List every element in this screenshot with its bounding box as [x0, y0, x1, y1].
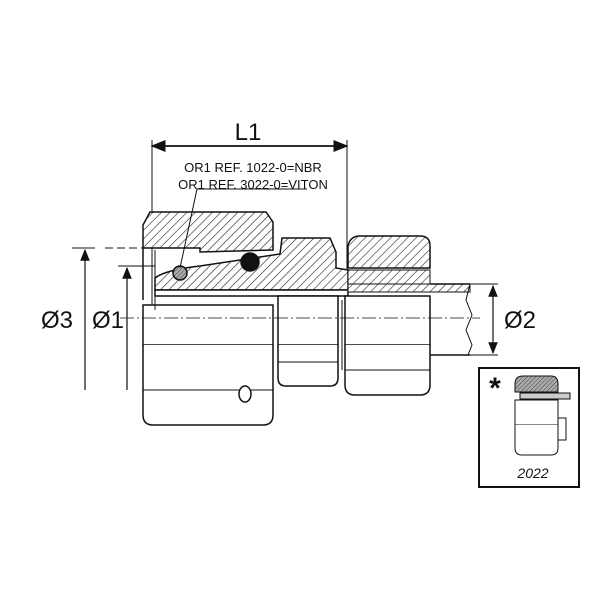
diameter-dimension-right — [470, 283, 498, 356]
d2-label: Ø2 — [504, 307, 536, 334]
o-ring — [240, 252, 260, 272]
d3-label: Ø3 — [41, 307, 73, 334]
inset-label: 2022 — [516, 465, 548, 481]
or1-seal — [172, 265, 188, 281]
tube — [347, 283, 473, 356]
leader-line — [179, 188, 307, 269]
note-nbr: OR1 REF. 1022-0=NBR — [184, 160, 322, 175]
l1-label: L1 — [235, 119, 262, 146]
l1-dimension — [150, 140, 349, 400]
diameter-dimensions-left — [72, 247, 155, 390]
right-nut — [344, 235, 431, 396]
note-viton: OR1 REF. 3022-0=VITON — [178, 177, 328, 192]
d1-label: Ø1 — [92, 307, 124, 334]
body-hex — [277, 295, 343, 387]
left-nut — [142, 211, 274, 426]
inset-asterisk: * — [489, 372, 501, 405]
inset-2022 — [478, 367, 580, 488]
